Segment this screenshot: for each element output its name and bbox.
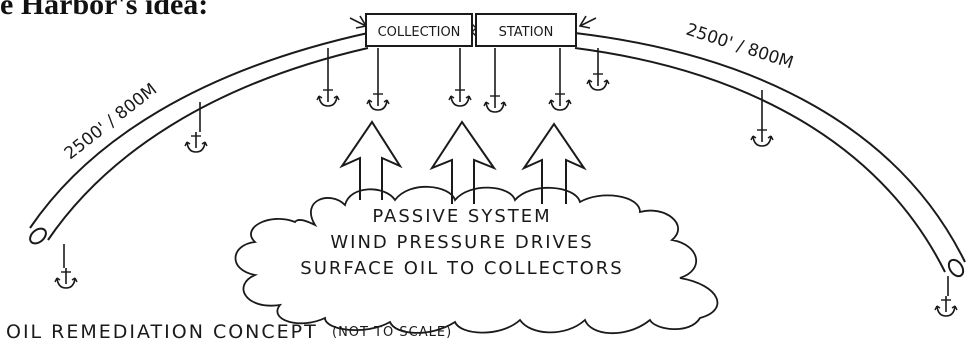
up-arrow-icon xyxy=(521,122,587,204)
right-boom xyxy=(574,32,966,278)
anchor-icon xyxy=(184,102,208,153)
anchor-icon xyxy=(366,48,390,111)
anchor-icon xyxy=(483,48,507,113)
anchor-icon xyxy=(586,48,610,91)
anchor-icon xyxy=(54,244,78,289)
anchor-icon xyxy=(448,48,472,107)
left-boom xyxy=(29,32,369,245)
wind-cloud xyxy=(234,185,719,335)
concept-caption: OIL REMEDIATION CONCEPT xyxy=(6,321,318,343)
right-connector-arrow-icon xyxy=(579,17,597,27)
page-title: e Harbor's idea: xyxy=(0,0,209,21)
up-arrow-icon xyxy=(429,120,497,204)
station-label: STATION xyxy=(499,25,554,40)
cloud-line-1: PASSIVE SYSTEM xyxy=(372,206,551,227)
scale-note: (NOT TO SCALE) xyxy=(332,325,452,340)
right-boom-label: 2500' / 800M xyxy=(683,20,795,74)
anchor-icon xyxy=(934,276,958,317)
cloud-line-2: WIND PRESSURE DRIVES xyxy=(330,232,593,253)
up-arrow-icon xyxy=(339,120,403,200)
anchor-icon xyxy=(548,48,572,111)
station-box xyxy=(475,13,577,47)
cloud-line-3: SURFACE OIL TO COLLECTORS xyxy=(300,258,623,279)
anchor-icon xyxy=(316,48,340,107)
left-connector-arrow-icon xyxy=(349,17,367,27)
left-boom-label: 2500' / 800M xyxy=(61,79,161,163)
anchor-icon xyxy=(750,90,774,147)
collection-box xyxy=(365,13,473,47)
collection-station: COLLECTION STATION xyxy=(365,13,577,47)
collection-label: COLLECTION xyxy=(378,25,461,40)
